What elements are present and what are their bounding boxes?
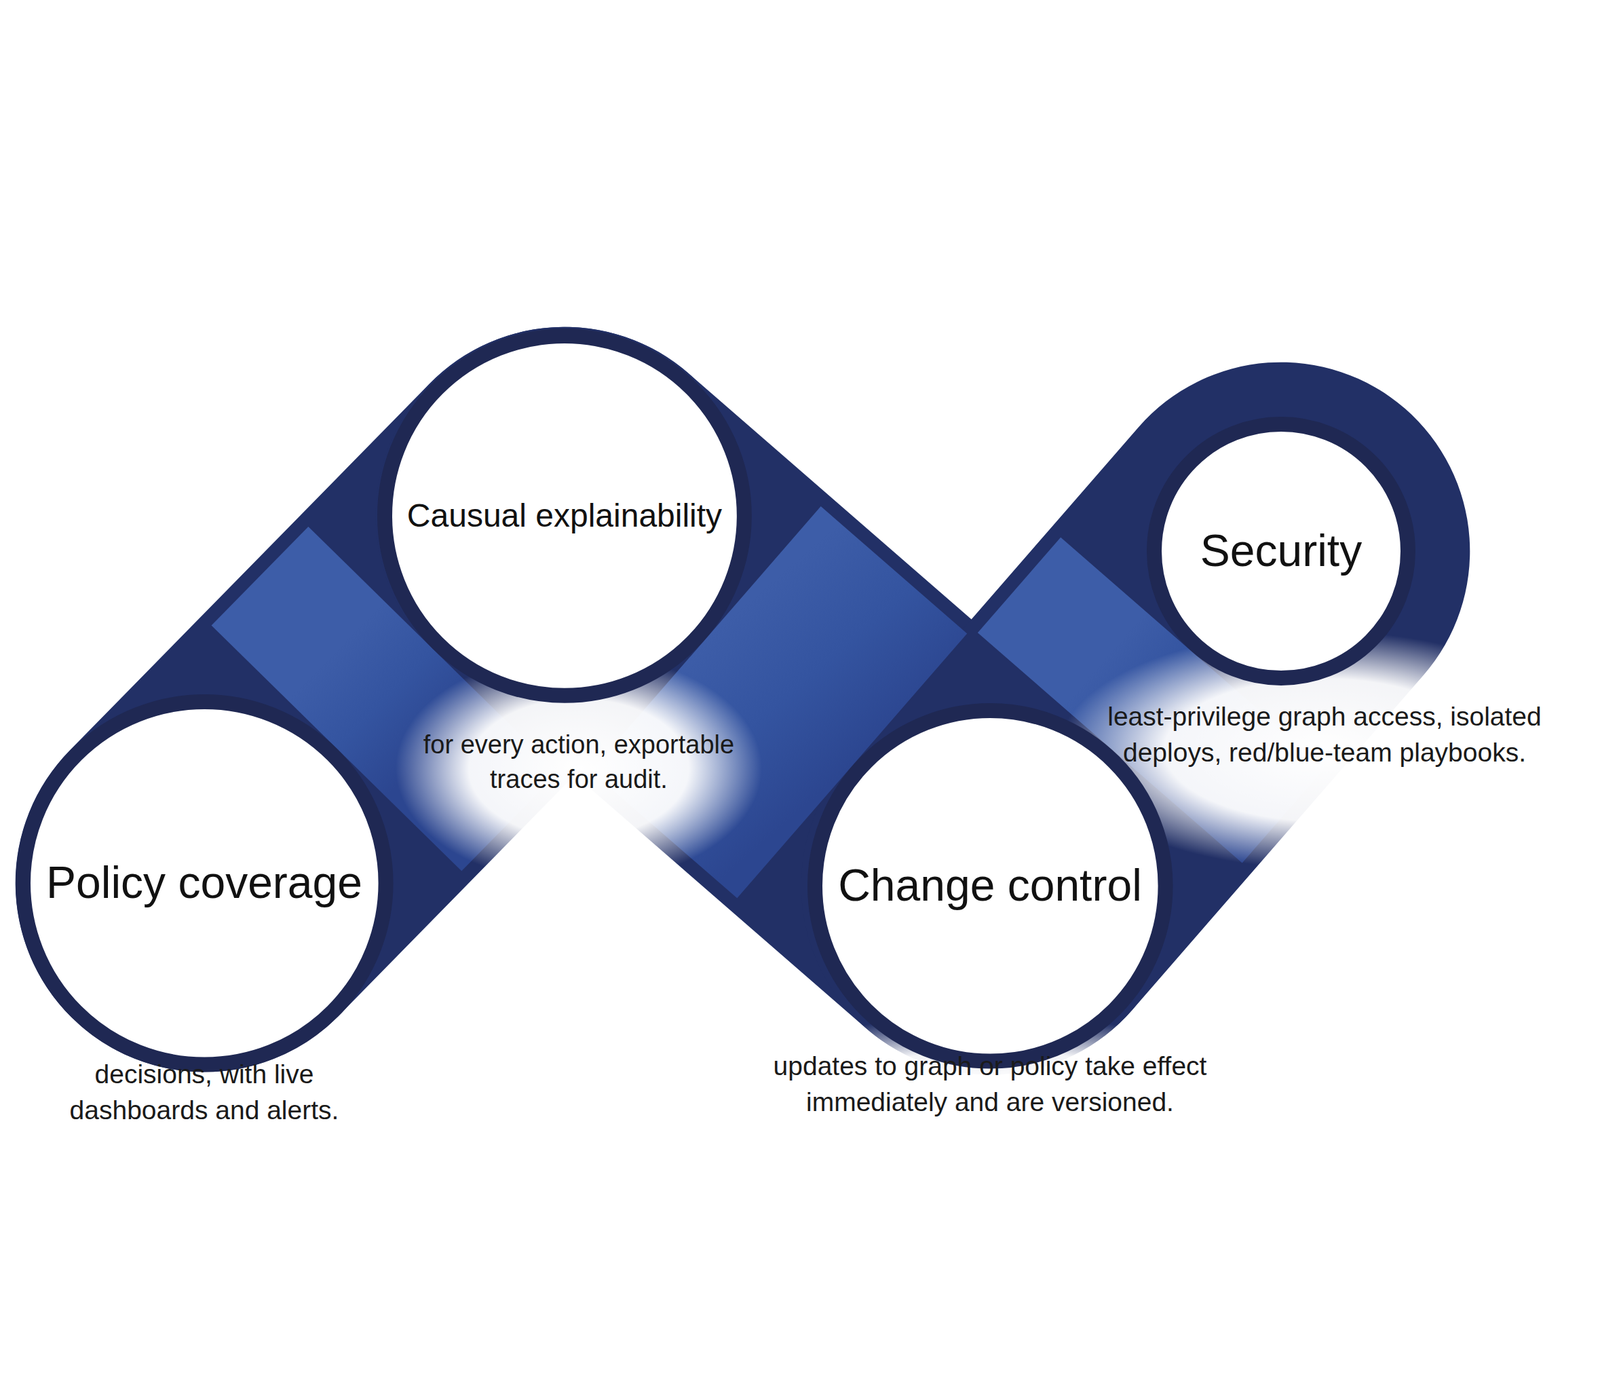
node-heading: Policy coverage xyxy=(46,855,363,910)
node-heading-wrap: Change control xyxy=(807,702,1174,1069)
circle-ring xyxy=(814,710,1166,1062)
node-description: for every action, exportable traces for … xyxy=(422,727,735,798)
node-heading: Security xyxy=(1200,523,1362,578)
circle-node: Causual explainabilityfor every action, … xyxy=(377,328,752,703)
circle-node: Change controlupdates to graph or policy… xyxy=(807,702,1174,1069)
node-heading: Causual explainability xyxy=(407,496,722,536)
node-heading-wrap: Causual explainability xyxy=(377,328,752,703)
node-description: decisions, with live dashboards and aler… xyxy=(27,1056,381,1128)
circle-node: Securityleast-privilege graph access, is… xyxy=(1146,416,1416,686)
node-description: least-privilege graph access, isolated d… xyxy=(1093,698,1556,771)
circle-ring xyxy=(384,335,745,696)
node-heading: Change control xyxy=(837,858,1142,912)
node-heading-wrap: Security xyxy=(1146,416,1416,686)
circle-node: Policy coveragedecisions, with live dash… xyxy=(15,694,394,1073)
circle-ring xyxy=(23,701,387,1065)
node-description: updates to graph or policy take effect i… xyxy=(759,1048,1221,1120)
circle-ring xyxy=(1154,424,1408,678)
node-heading-wrap: Policy coverage xyxy=(15,694,394,1073)
